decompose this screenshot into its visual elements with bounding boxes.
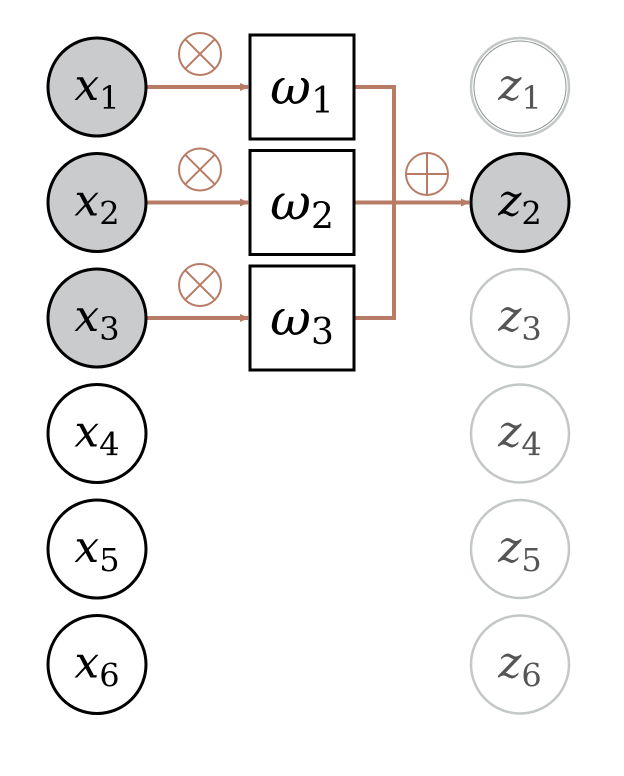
input-node-label-subscript: 4 bbox=[99, 426, 119, 464]
weight-box-2: ω2 bbox=[248, 149, 356, 256]
weight-box-label-base: ω bbox=[270, 58, 311, 116]
output-node-3: z3 bbox=[469, 267, 571, 369]
weight-box-rect bbox=[248, 264, 356, 372]
output-node-5: z5 bbox=[469, 498, 571, 600]
output-node-circle bbox=[469, 614, 571, 715]
circled-times-icon bbox=[178, 147, 222, 192]
output-node-6: z6 bbox=[469, 614, 571, 715]
output-node-label-base: z bbox=[497, 407, 522, 458]
input-node-circle bbox=[46, 498, 148, 600]
output-node-label-base: z bbox=[497, 291, 522, 342]
output-node-label-subscript: 4 bbox=[521, 426, 541, 464]
operators-layer bbox=[178, 32, 449, 307]
input-node-5: x5 bbox=[46, 498, 148, 600]
weight-box-label: ω3 bbox=[270, 289, 334, 353]
weight-box-label: ω1 bbox=[270, 58, 334, 122]
output-node-circle bbox=[469, 152, 571, 253]
input-node-circle bbox=[46, 383, 148, 484]
input-node-label-base: x bbox=[74, 176, 99, 227]
input-node-label: x5 bbox=[74, 522, 119, 579]
input-node-label-base: x bbox=[74, 291, 99, 342]
input-node-label: x1 bbox=[74, 60, 119, 117]
input-node-label-subscript: 5 bbox=[99, 541, 119, 579]
output-node-4: z4 bbox=[469, 383, 571, 484]
weight-box-label-subscript: 1 bbox=[311, 81, 334, 122]
input-node-label: x4 bbox=[74, 407, 119, 464]
output-node-label-subscript: 6 bbox=[521, 657, 541, 695]
output-node-2: z2 bbox=[469, 152, 571, 253]
output-node-label-base: z bbox=[497, 60, 522, 111]
input-node-label-subscript: 6 bbox=[99, 657, 119, 695]
output-node-label: z1 bbox=[497, 60, 542, 117]
output-node-label: z5 bbox=[497, 522, 542, 579]
weight-box-rect bbox=[248, 33, 356, 141]
output-node-label-base: z bbox=[497, 522, 522, 573]
input-node-circle bbox=[46, 152, 148, 253]
weight-box-1: ω1 bbox=[248, 33, 356, 141]
input-node-label-base: x bbox=[74, 60, 99, 111]
input-node-label-base: x bbox=[74, 407, 99, 458]
output-node-circle bbox=[469, 36, 571, 138]
output-node-circle bbox=[469, 498, 571, 600]
input-node-label: x6 bbox=[74, 638, 119, 695]
output-node-label-base: z bbox=[497, 638, 522, 689]
output-node-label: z6 bbox=[497, 638, 542, 695]
input-node-label-subscript: 1 bbox=[99, 79, 119, 117]
input-node-4: x4 bbox=[46, 383, 148, 484]
weight-box-rect bbox=[248, 149, 356, 256]
connections-layer bbox=[146, 83, 470, 322]
input-node-2: x2 bbox=[46, 152, 148, 253]
input-node-3: x3 bbox=[46, 267, 148, 369]
weight-box-label-base: ω bbox=[270, 174, 311, 232]
weight-box-label-subscript: 3 bbox=[311, 312, 334, 353]
output-node-label: z4 bbox=[497, 407, 542, 464]
weight-box-label-base: ω bbox=[270, 289, 311, 347]
output-node-circle bbox=[469, 267, 571, 369]
output-node-label-subscript: 5 bbox=[521, 541, 541, 579]
input-node-6: x6 bbox=[46, 614, 148, 715]
output-node-label-base: z bbox=[497, 176, 522, 227]
input-node-1: x1 bbox=[46, 36, 148, 138]
circled-times-icon bbox=[178, 32, 222, 76]
input-node-circle bbox=[46, 36, 148, 138]
circled-plus-icon bbox=[405, 152, 449, 196]
output-node-label-subscript: 3 bbox=[521, 310, 541, 348]
input-node-circle bbox=[46, 614, 148, 715]
input-node-label: x2 bbox=[74, 176, 119, 233]
weight-box-3: ω3 bbox=[248, 264, 356, 372]
output-node-label: z3 bbox=[497, 291, 542, 348]
input-node-label-base: x bbox=[74, 638, 99, 689]
input-node-label-base: x bbox=[74, 522, 99, 573]
output-node-label-subscript: 1 bbox=[521, 79, 541, 117]
circled-times-icon bbox=[178, 263, 222, 307]
output-node-label-subscript: 2 bbox=[521, 195, 541, 233]
output-node-inner-ring bbox=[473, 40, 567, 134]
input-node-label-subscript: 2 bbox=[99, 195, 119, 233]
input-node-circle bbox=[46, 267, 148, 369]
weight-box-label-subscript: 2 bbox=[311, 197, 334, 238]
input-node-label: x3 bbox=[74, 291, 119, 348]
output-node-circle bbox=[469, 383, 571, 484]
input-node-label-subscript: 3 bbox=[99, 310, 119, 348]
output-node-1: z1 bbox=[469, 36, 571, 138]
output-node-label: z2 bbox=[497, 176, 542, 233]
weight-box-label: ω2 bbox=[270, 174, 334, 238]
